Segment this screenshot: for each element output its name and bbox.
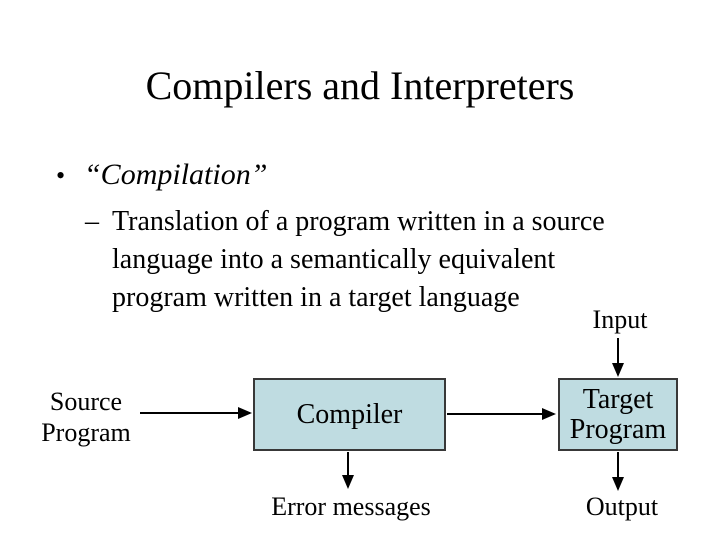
error-messages-label: Error messages — [271, 492, 431, 521]
sub-bullet-text: Translation of a program written in a so… — [112, 203, 605, 317]
compiler-box-label: Compiler — [296, 398, 403, 430]
target-program-label-line: Target — [582, 383, 654, 415]
target-program-label-line: Program — [569, 413, 667, 445]
compiler-box: Compiler — [253, 378, 446, 451]
source-program-label-line: Source — [49, 387, 123, 416]
bullet-compilation-text: “Compilation” — [84, 158, 268, 191]
output-label: Output — [585, 492, 659, 521]
sub-bullet-dash: – — [85, 206, 99, 237]
sub-bullet-line: program written in a target language — [112, 282, 520, 313]
input-label: Input — [592, 305, 648, 334]
target-program-box: Target Program — [558, 378, 678, 451]
sub-bullet-line: Translation of a program written in a so… — [112, 206, 605, 237]
source-program-label-line: Program — [41, 418, 131, 447]
source-program-label: Source Program — [36, 386, 136, 448]
sub-bullet-line: language into a semantically equivalent — [112, 244, 556, 275]
target-program-box-label: Target Program — [569, 383, 667, 445]
bullet-marker: • — [56, 161, 66, 190]
page-title: Compilers and Interpreters — [145, 63, 575, 108]
